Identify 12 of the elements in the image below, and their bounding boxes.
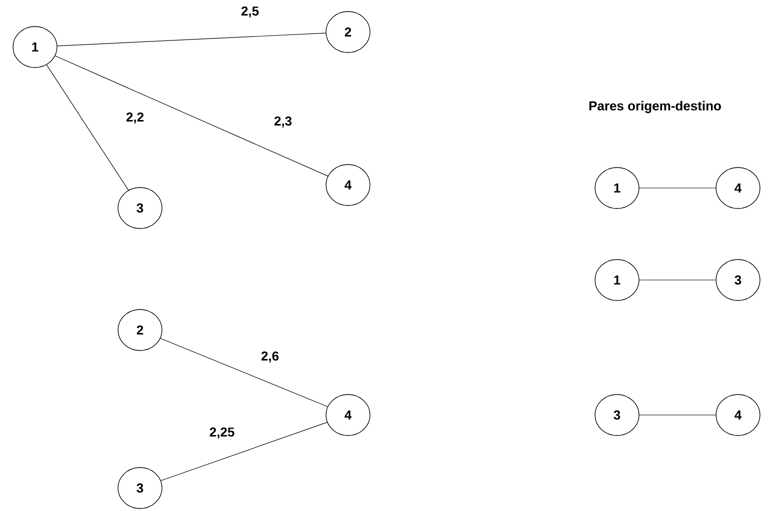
connector-line xyxy=(54,56,328,176)
connector-line xyxy=(160,422,328,481)
heading: Pares origem-destino xyxy=(589,100,721,114)
connector-line xyxy=(57,32,326,46)
edge-label: 2,6 xyxy=(260,350,280,364)
edge-label: 2,2 xyxy=(124,111,146,125)
edge-label: 2,25 xyxy=(208,426,236,440)
connector-line xyxy=(639,414,716,416)
edge-label: 2,3 xyxy=(272,115,294,129)
edge-label: 2,5 xyxy=(240,5,260,19)
connector-line xyxy=(160,338,328,407)
connector-line xyxy=(46,64,129,190)
